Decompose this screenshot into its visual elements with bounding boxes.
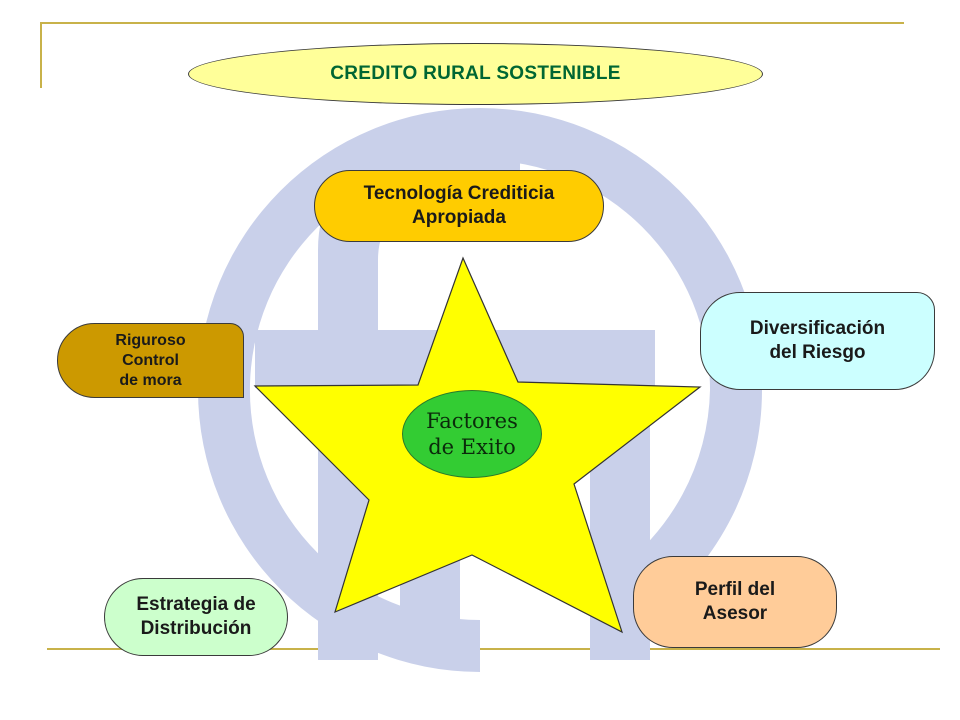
left-rule xyxy=(40,22,42,88)
factor-tecnologia-crediticia: Tecnología Crediticia Apropiada xyxy=(314,170,604,242)
diagram-title-text: CREDITO RURAL SOSTENIBLE xyxy=(330,63,621,85)
top-rule xyxy=(40,22,904,24)
factor-mora-label: Riguroso Control de mora xyxy=(115,331,186,389)
bottom-rule xyxy=(47,648,940,650)
factor-riesgo-label: Diversificación del Riesgo xyxy=(749,318,886,363)
diagram-title: CREDITO RURAL SOSTENIBLE xyxy=(188,43,763,105)
factor-perfil-label: Perfil del Asesor xyxy=(694,579,776,624)
factor-diversificacion-riesgo: Diversificación del Riesgo xyxy=(700,292,935,390)
factor-perfil-asesor: Perfil del Asesor xyxy=(633,556,837,648)
factor-tecnologia-label: Tecnología Crediticia Apropiada xyxy=(363,183,555,228)
factor-estrategia-label: Estrategia de Distribución xyxy=(136,594,256,639)
center-label: Factores de Exito xyxy=(426,408,518,459)
center-node: Factores de Exito xyxy=(402,390,542,478)
factor-control-mora: Riguroso Control de mora xyxy=(57,323,244,398)
factor-estrategia-distribucion: Estrategia de Distribución xyxy=(104,578,288,656)
